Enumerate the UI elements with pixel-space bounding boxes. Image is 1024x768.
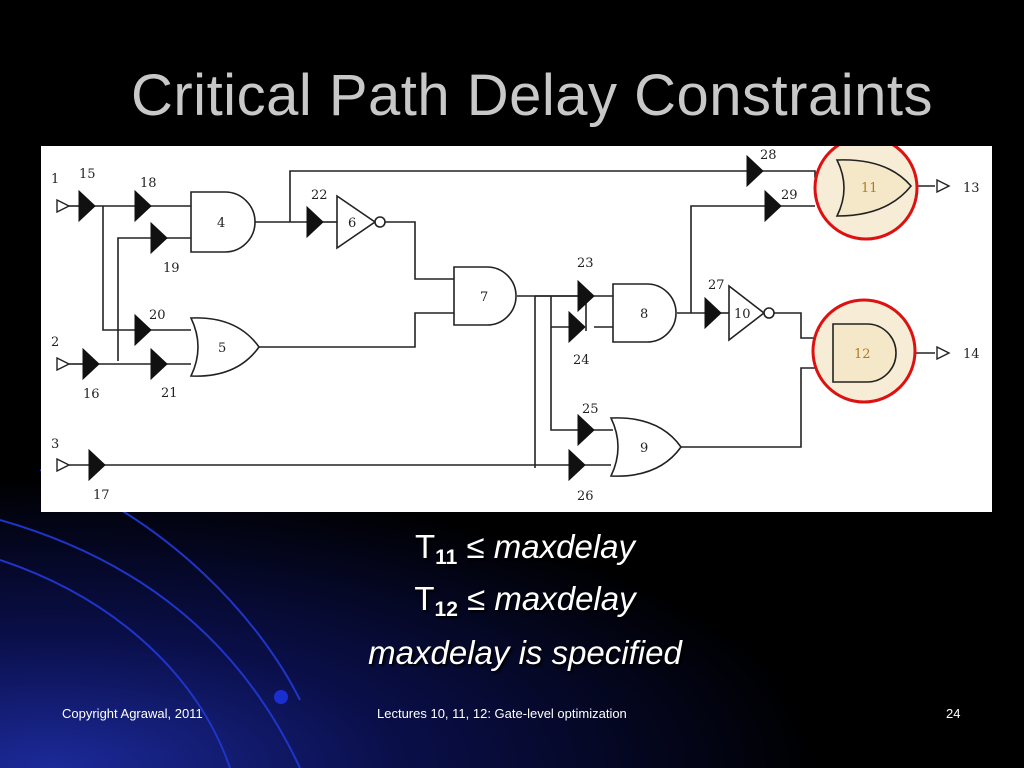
equation-operator: ≤ (467, 580, 486, 617)
buffer-29 (764, 189, 782, 223)
equation-rhs: maxdelay (494, 580, 636, 617)
gate-8-and (612, 283, 677, 343)
gate-label-4: 4 (217, 216, 225, 231)
maxdelay-note: maxdelay is specified (368, 634, 682, 671)
buffer-18 (134, 189, 152, 223)
buffer-label-25: 25 (582, 402, 599, 417)
equation-subscript: 12 (434, 598, 458, 621)
gate-6-not (336, 194, 377, 250)
buffer-16 (82, 347, 100, 381)
input-label-3: 3 (51, 437, 59, 452)
buffer-label-20: 20 (149, 308, 166, 323)
gate-label-5: 5 (218, 341, 226, 356)
buffer-label-28: 28 (760, 148, 777, 163)
buffer-label-22: 22 (311, 188, 328, 203)
slide-title: Critical Path Delay Constraints (130, 63, 933, 128)
equation-operator: ≤ (466, 528, 485, 565)
equation-t12: T12 ≤ maxdelay (0, 580, 1024, 622)
equation-t11: T11 ≤ maxdelay (0, 528, 1024, 570)
gate-label-6: 6 (348, 216, 356, 231)
gate-4-and (190, 191, 256, 253)
highlighted-gate-12 (811, 298, 917, 404)
buffer-20 (134, 313, 152, 347)
footer-copyright: Copyright Agrawal, 2011 (62, 706, 203, 721)
input-markers (56, 178, 951, 473)
footer-lecture-title: Lectures 10, 11, 12: Gate-level optimiza… (377, 706, 627, 721)
equation-var: T (414, 580, 435, 617)
buffer-label-29: 29 (781, 188, 798, 203)
buffer-22 (306, 205, 324, 239)
node-labels: 1 2 3 13 14 15 16 17 18 19 20 21 22 23 2… (51, 148, 980, 504)
gate-6-bubble (374, 216, 386, 228)
gate-9-or (609, 417, 682, 477)
buffer-25 (577, 413, 595, 447)
buffer-24 (568, 310, 586, 344)
circuit-diagram: 1 2 3 13 14 15 16 17 18 19 20 21 22 23 2… (51, 146, 980, 504)
buffer-label-21: 21 (161, 386, 178, 401)
buffer-23 (577, 279, 595, 313)
buffer-label-17: 17 (93, 488, 110, 503)
input-label-2: 2 (51, 335, 59, 350)
buffer-label-15: 15 (79, 167, 96, 182)
logic-gates (189, 191, 775, 477)
buffer-label-27: 27 (708, 278, 725, 293)
gate-label-8: 8 (640, 307, 648, 322)
output-label-14: 14 (963, 347, 980, 362)
gate-10-not (728, 284, 766, 342)
buffer-label-18: 18 (140, 176, 157, 191)
gate-7-and (453, 266, 517, 326)
gate-label-7: 7 (480, 290, 488, 305)
gate-5-or (189, 317, 260, 377)
buffer-label-26: 26 (577, 489, 594, 504)
buffer-27 (704, 296, 722, 330)
buffer-26 (568, 448, 586, 482)
buffer-15 (78, 189, 96, 223)
gate-label-12: 12 (854, 347, 871, 362)
gate-10-bubble (763, 307, 775, 319)
buffer-17 (88, 448, 106, 482)
gate-label-10: 10 (734, 307, 751, 322)
footer-page-number: 24 (946, 706, 961, 721)
equation-subscript: 11 (435, 546, 458, 569)
buffer-19 (150, 221, 168, 255)
gate-label-11: 11 (861, 181, 878, 196)
equation-rhs: maxdelay (493, 528, 636, 565)
decorative-dot (274, 690, 288, 704)
input-label-1: 1 (51, 172, 59, 187)
delay-buffers (78, 154, 782, 482)
equation-var: T (414, 528, 436, 565)
buffer-label-19: 19 (163, 261, 180, 276)
circuit-diagram-panel: 1 2 3 13 14 15 16 17 18 19 20 21 22 23 2… (41, 146, 992, 512)
buffer-label-24: 24 (573, 353, 590, 368)
buffer-label-23: 23 (577, 256, 594, 271)
buffer-label-16: 16 (83, 387, 100, 402)
gate-label-9: 9 (640, 441, 648, 456)
buffer-28 (746, 154, 764, 188)
output-label-13: 13 (963, 181, 980, 196)
buffer-21 (150, 347, 168, 381)
highlighted-gate-11 (813, 146, 919, 241)
